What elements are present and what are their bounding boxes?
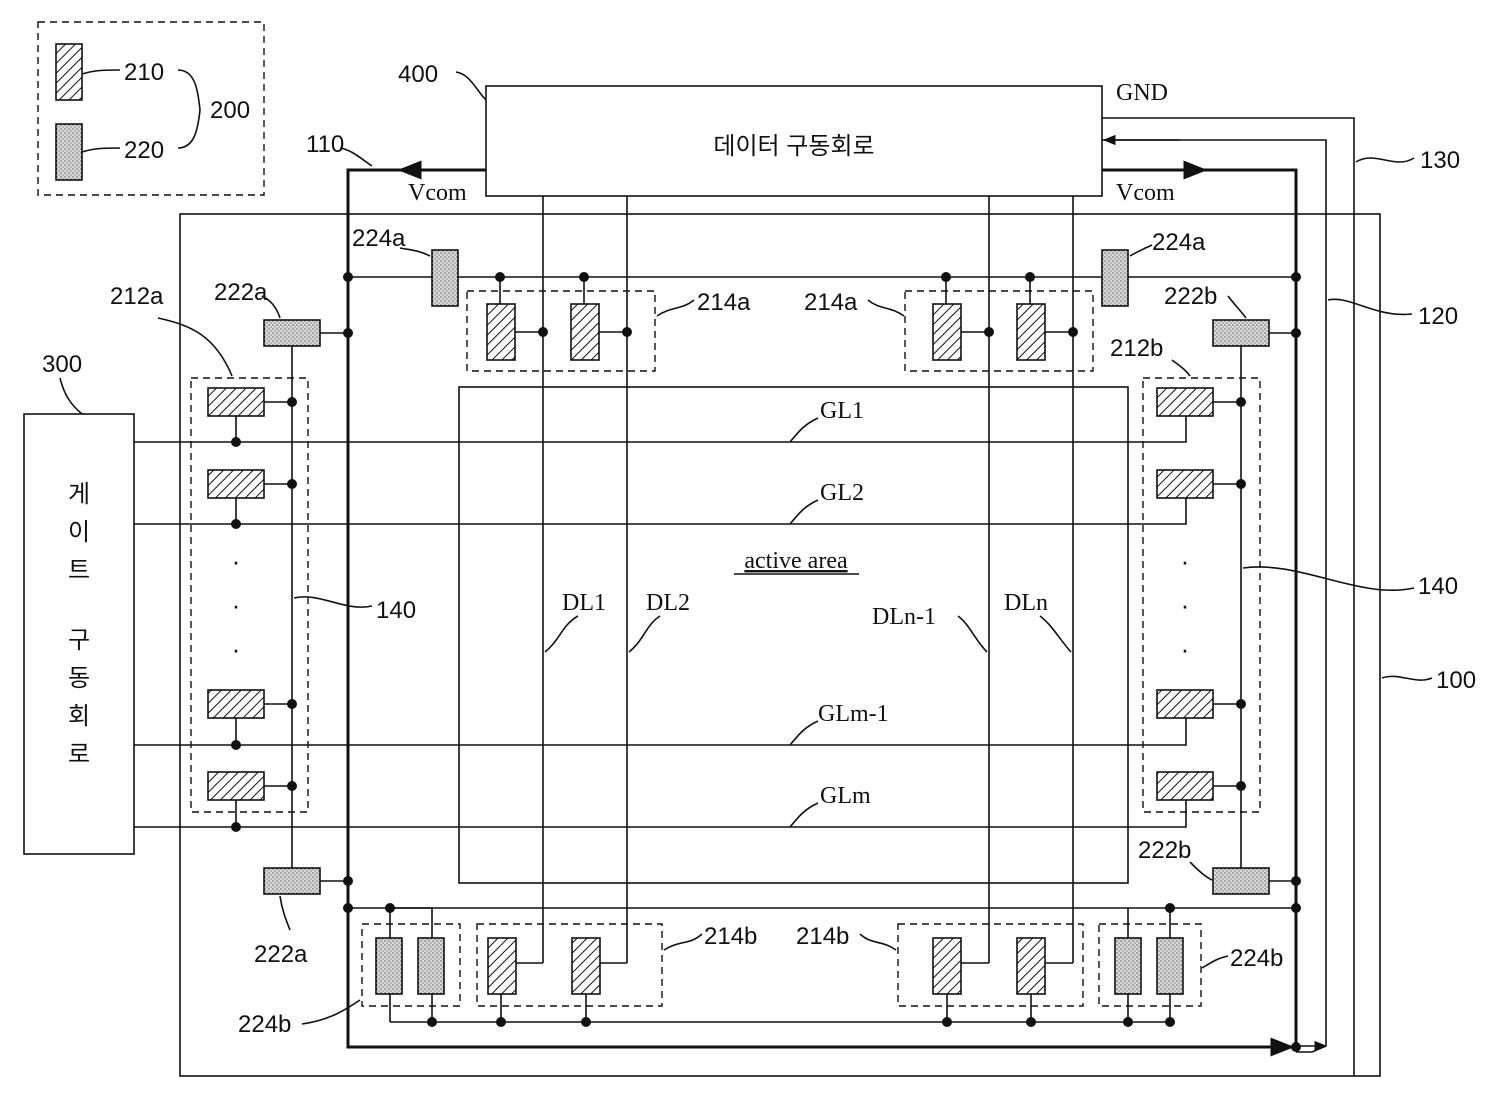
- esd-212a-stack: [208, 388, 292, 827]
- legend-dotted-swatch: [56, 124, 82, 180]
- group-214b-right: [898, 924, 1083, 1006]
- data-line-label-4: DLn: [1004, 590, 1048, 616]
- ellipsis-right-2: ·: [1181, 590, 1190, 620]
- esd-214b-left: [488, 938, 627, 1022]
- esd-214a-right: [933, 277, 1073, 360]
- data-line-label-2: DL2: [646, 590, 690, 616]
- esd-212b-stack: [1157, 388, 1241, 800]
- gate-driver-ref-300: 300: [42, 351, 82, 378]
- label-214b-left: 214b: [704, 923, 757, 950]
- gate-line-label-3: GLm-1: [818, 701, 889, 727]
- label-214a-right: 214a: [804, 289, 858, 316]
- data-line-label-3: DLn-1: [872, 604, 936, 630]
- component-222b-bottom: [1213, 868, 1269, 894]
- gate-driver-char-5: 동: [68, 665, 90, 692]
- label-224a-right: 224a: [1152, 229, 1206, 256]
- vcom-right-label: Vcom: [1116, 180, 1175, 206]
- ref-120: 120: [1418, 303, 1458, 330]
- label-224a-left: 224a: [352, 225, 406, 252]
- gate-line-label-1: GL1: [820, 398, 864, 424]
- gate-driver-char-3: 트: [68, 557, 90, 584]
- ellipsis-right-1: ·: [1181, 546, 1190, 576]
- label-140-left: 140: [376, 597, 416, 624]
- ellipsis-right-3: ·: [1181, 634, 1190, 664]
- legend-ref-200: 200: [210, 97, 250, 124]
- component-224a-right: [1102, 250, 1128, 306]
- group-212b: [1143, 378, 1260, 812]
- label-224b-left: 224b: [238, 1011, 291, 1038]
- label-214b-right: 214b: [796, 923, 849, 950]
- label-214a-left: 214a: [697, 289, 751, 316]
- ellipsis-left-1: ·: [232, 546, 241, 576]
- gnd-line: [1102, 118, 1354, 1076]
- gate-driver-char-2: 이: [68, 519, 90, 546]
- label-224b-right: 224b: [1230, 945, 1283, 972]
- ref-130: 130: [1420, 147, 1460, 174]
- gnd-label: GND: [1116, 80, 1168, 106]
- label-222b-bottom: 222b: [1138, 837, 1191, 864]
- gate-line-label-4: GLm: [820, 783, 871, 809]
- esd-224b-left: [376, 908, 444, 1022]
- active-area-label: active area: [744, 548, 848, 574]
- component-222b-top: [1213, 320, 1269, 346]
- display-panel-outline: [180, 214, 1380, 1076]
- component-222a-top: [264, 320, 320, 346]
- label-140-right: 140: [1418, 573, 1458, 600]
- label-212b: 212b: [1110, 335, 1163, 362]
- gate-driver-char-4: 구: [68, 627, 90, 654]
- panel-ref-100: 100: [1436, 667, 1476, 694]
- gate-driver-char-6: 회: [68, 703, 90, 730]
- group-212a: [191, 378, 308, 812]
- esd-214b-right: [933, 938, 1073, 1022]
- gate-line-label-2: GL2: [820, 480, 864, 506]
- gate-driver-char-7: 로: [68, 741, 90, 768]
- data-driver-label: 데이터 구동회로: [713, 133, 874, 160]
- label-222b-top: 222b: [1164, 283, 1217, 310]
- esd-214a-left: [487, 277, 627, 360]
- vcom-left-label: Vcom: [408, 180, 467, 206]
- label-222a-bottom: 222a: [254, 941, 308, 968]
- label-212a: 212a: [110, 283, 164, 310]
- component-224a-left: [432, 250, 458, 306]
- ellipsis-left-2: ·: [232, 590, 241, 620]
- legend-ref-210: 210: [124, 59, 164, 86]
- legend-hatched-swatch: [56, 44, 82, 100]
- legend-ref-220: 220: [124, 137, 164, 164]
- data-line-label-1: DL1: [562, 590, 606, 616]
- component-222a-bottom: [264, 868, 320, 894]
- vcom-ref-110: 110: [306, 131, 344, 158]
- gate-driver-char-1: 게: [68, 481, 90, 508]
- esd-224b-right: [1115, 908, 1183, 1022]
- data-driver-ref-400: 400: [398, 61, 438, 88]
- label-222a-top: 222a: [214, 279, 268, 306]
- ellipsis-left-3: ·: [232, 634, 241, 664]
- junction-dots: [231, 272, 1301, 1052]
